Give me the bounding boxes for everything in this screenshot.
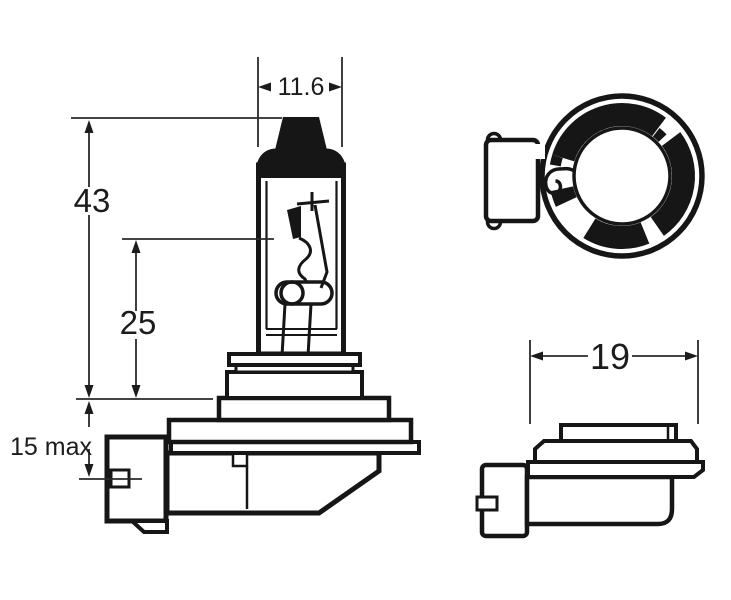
label-base-depth: 15 max: [10, 433, 92, 461]
arrowhead-down: [84, 464, 94, 477]
dimension-base-depth: 15 max: [10, 401, 142, 480]
support-crossbar: [296, 199, 330, 206]
extension-lines-19: [529, 340, 699, 424]
label-light-center-length: 25: [120, 304, 157, 341]
arrowhead-up: [84, 120, 94, 133]
filament-coil-wire: [297, 236, 312, 284]
dimension-collar-diameter: 19: [529, 336, 699, 424]
glass-inner-walls: [265, 181, 338, 329]
connector-key-tab-side: [475, 495, 499, 512]
dimension-overall-length: 43: [71, 117, 282, 400]
collar-step-3: [225, 370, 364, 400]
connector-tab-rear: [483, 137, 541, 224]
dimension-bulb-diameter: 11.6: [257, 57, 343, 147]
bulb-tip-coating: [275, 117, 327, 150]
arrowhead-up: [131, 240, 141, 253]
ring-slot: [533, 144, 545, 159]
locking-tab-top: [552, 103, 666, 162]
filament-assembly: [266, 192, 337, 357]
pinch-seal-loop-overlap: [279, 280, 305, 306]
arrowhead-right: [685, 351, 698, 361]
arrowhead-left: [258, 82, 271, 92]
arrowhead-down: [84, 385, 94, 398]
base-side-view: [475, 423, 705, 539]
locking-tab-bottom: [583, 218, 650, 249]
tab-step-notch-left: [549, 154, 563, 167]
arrowhead-down: [131, 385, 141, 398]
pinch-seal-lines: [266, 328, 337, 336]
label-collar-diameter: 19: [590, 336, 630, 377]
arrowhead-up: [84, 401, 94, 414]
flange: [166, 417, 414, 445]
arrowhead-right: [329, 82, 342, 92]
tab-step-notch-topright: [652, 127, 667, 142]
label-overall-length: 43: [74, 182, 111, 219]
locking-tab-stub: [550, 186, 577, 207]
base-body: [164, 450, 382, 516]
flange-lip-side: [526, 460, 705, 479]
electrode-flag: [287, 206, 301, 239]
arrowhead-left: [530, 351, 543, 361]
pinch-seal-loop: [274, 280, 334, 306]
collar-step-1: [227, 352, 362, 367]
extension-lines-11-6: [257, 57, 343, 147]
inner-ring: [572, 126, 672, 226]
label-bulb-diameter: 11.6: [278, 73, 325, 101]
bulb-dome-coating: [256, 148, 346, 178]
collar-step-4: [216, 395, 392, 423]
keying-hook: [543, 166, 576, 196]
base-body-side: [524, 474, 675, 527]
base-rear-view: [483, 93, 705, 259]
connector-foot: [126, 519, 169, 534]
bulb-side-view: [104, 117, 421, 534]
flange-side: [533, 439, 699, 464]
dimension-light-center-length: 25: [120, 238, 274, 398]
glass-envelope: [256, 162, 346, 357]
collar-top-side: [559, 423, 678, 443]
locking-tab-right: [650, 132, 695, 236]
